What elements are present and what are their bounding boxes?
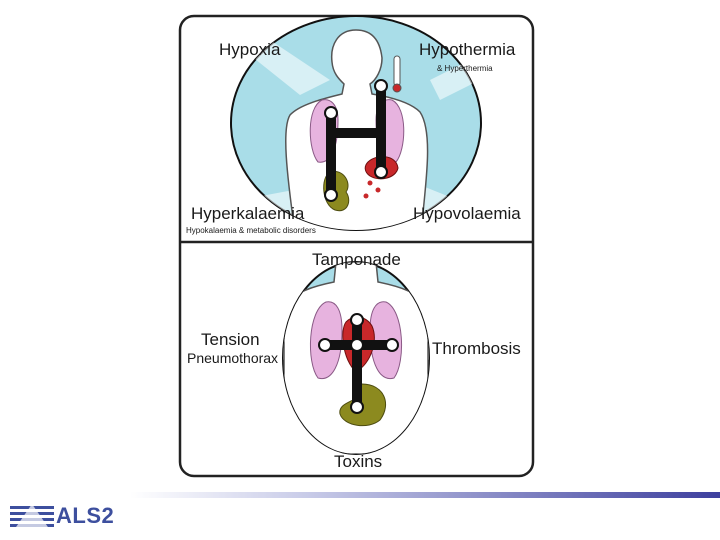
label-hypokalaemia: Hypokalaemia & metabolic disorders bbox=[186, 226, 316, 235]
joint-toxins bbox=[350, 400, 364, 414]
h-left-bar bbox=[326, 115, 336, 193]
bottom-torso-illustration bbox=[282, 261, 430, 455]
joint-hypothermia bbox=[374, 79, 388, 93]
joint-tamponade bbox=[350, 313, 364, 327]
joint-tension bbox=[318, 338, 332, 352]
label-toxins: Toxins bbox=[334, 452, 383, 471]
blood-drop bbox=[367, 180, 373, 186]
h-crossbar bbox=[330, 128, 382, 138]
thermometer-bulb bbox=[392, 83, 402, 93]
cross-vertical bbox=[352, 318, 362, 406]
label-hyperkalaemia: Hyperkalaemia bbox=[191, 204, 305, 223]
joint-hyperkalaemia bbox=[324, 188, 338, 202]
top-body-illustration bbox=[230, 15, 482, 231]
blood-drop bbox=[363, 193, 369, 199]
thermometer-icon bbox=[393, 55, 401, 87]
label-tension: Tension bbox=[201, 330, 260, 349]
joint-centre bbox=[350, 338, 364, 352]
logo-text: ALS2 bbox=[56, 503, 115, 528]
label-pneumothorax: Pneumothorax bbox=[187, 350, 279, 366]
footer-gradient-bar bbox=[130, 492, 720, 498]
als-logo-icon bbox=[10, 504, 54, 530]
ray-hypoxia bbox=[250, 40, 330, 95]
joint-thrombosis bbox=[385, 338, 399, 352]
blood-drop bbox=[375, 187, 381, 193]
label-hypovolaemia: Hypovolaemia bbox=[413, 204, 521, 223]
label-thrombosis: Thrombosis bbox=[432, 339, 521, 358]
label-hypoxia: Hypoxia bbox=[219, 40, 281, 59]
joint-hypovolaemia bbox=[374, 165, 388, 179]
label-hypothermia: Hypothermia bbox=[419, 40, 516, 59]
joint-hypoxia bbox=[324, 106, 338, 120]
label-hyperthermia: & Hyperthermia bbox=[437, 64, 493, 73]
label-tamponade: Tamponade bbox=[312, 250, 401, 269]
